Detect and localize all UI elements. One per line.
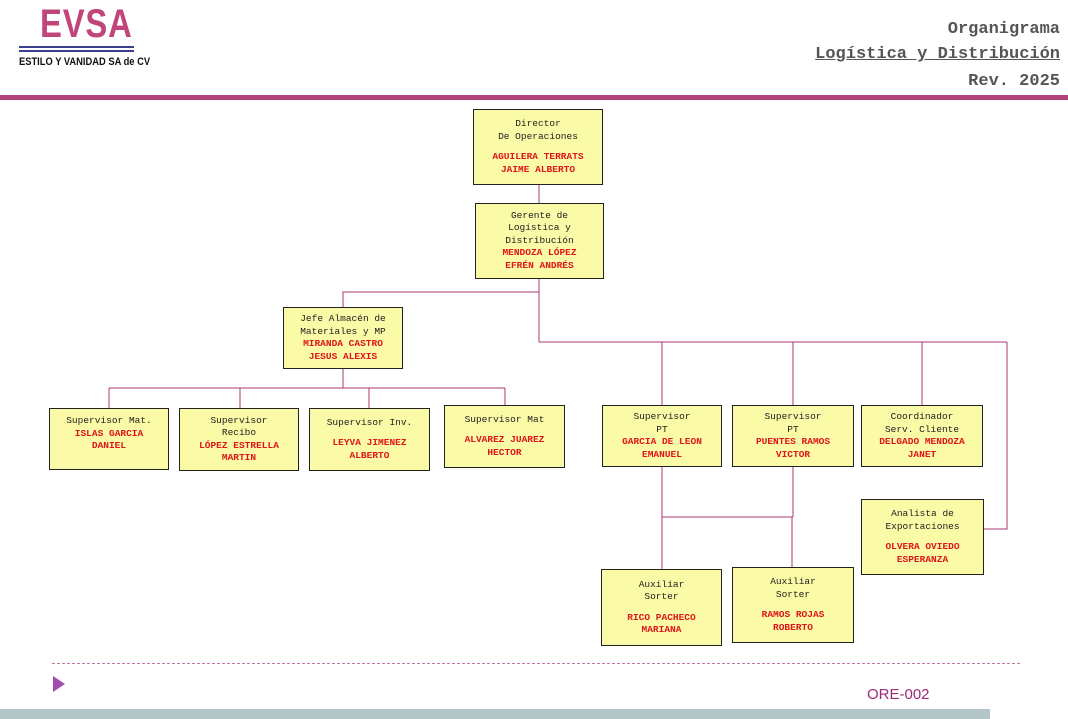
org-box-supervisor-pt-1: Supervisor PT GARCIA DE LEON EMANUEL: [602, 405, 722, 467]
play-triangle-icon: [53, 676, 65, 692]
role-title: Supervisor Recibo: [210, 414, 268, 439]
company-name: ESTILO Y VANIDAD SA de CV: [19, 56, 151, 68]
role-title: Auxiliar Sorter: [638, 578, 685, 603]
org-box-auxiliar-2: Auxiliar Sorter RAMOS ROJAS ROBERTO: [732, 567, 854, 643]
department-title: Logística y Distribución: [815, 45, 1060, 64]
org-box-analista: Analista de Exportaciones OLVERA OVIEDO …: [861, 499, 984, 575]
connector-analista: [984, 342, 1008, 530]
org-box-jefe-almacen: Jefe Almacén de Materiales y MP MIRANDA …: [283, 307, 403, 369]
role-title: Director De Operaciones: [498, 118, 578, 142]
role-title: Analista de Exportaciones: [885, 508, 960, 532]
person-name: ISLAS GARCIA DANIEL: [74, 427, 144, 452]
role-title: Coordinador Serv. Cliente: [884, 411, 960, 435]
org-box-auxiliar-1: Auxiliar Sorter RICO PACHECO MARIANA: [601, 569, 722, 646]
header-divider: [0, 95, 1068, 100]
role-title: Supervisor PT: [764, 411, 822, 435]
revision-label: Rev. 2025: [968, 72, 1060, 91]
person-name: PUENTES RAMOS VICTOR: [755, 436, 831, 460]
person-name: MIRANDA CASTRO JESUS ALEXIS: [303, 338, 383, 362]
org-box-supervisor-pt-2: Supervisor PT PUENTES RAMOS VICTOR: [732, 405, 854, 467]
person-name: LEYVA JIMENEZ ALBERTO: [332, 437, 407, 461]
connector-gerente-jefe: [342, 291, 539, 307]
person-name: AGUILERA TERRATS JAIME ALBERTO: [492, 151, 584, 175]
person-name: MENDOZA LÓPEZ EFRÉN ANDRÉS: [502, 247, 577, 271]
org-box-supervisor-recibo: Supervisor Recibo LÓPEZ ESTRELLA MARTIN: [179, 408, 299, 471]
org-box-director: Director De Operaciones AGUILERA TERRATS…: [473, 109, 603, 185]
role-title: Supervisor Inv.: [326, 416, 413, 428]
person-name: RAMOS ROJAS ROBERTO: [761, 609, 825, 633]
org-box-supervisor-inv: Supervisor Inv. LEYVA JIMENEZ ALBERTO: [309, 408, 430, 471]
role-title: Supervisor Mat: [464, 413, 545, 425]
footer-bar: [0, 709, 990, 719]
person-name: LÓPEZ ESTRELLA MARTIN: [199, 439, 279, 464]
footer-divider: [52, 663, 1020, 664]
org-box-supervisor-mat-2: Supervisor Mat ALVAREZ JUAREZ HECTOR: [444, 405, 565, 468]
org-box-gerente: Gerente de Logística y Distribución MEND…: [475, 203, 604, 279]
role-title: Jefe Almacén de Materiales y MP: [300, 313, 386, 337]
role-title: Supervisor PT: [633, 411, 691, 435]
org-box-supervisor-mat-1: Supervisor Mat. ISLAS GARCIA DANIEL: [49, 408, 169, 470]
org-box-coordinador: Coordinador Serv. Cliente DELGADO MENDOZ…: [861, 405, 983, 467]
person-name: DELGADO MENDOZA JANET: [879, 436, 965, 460]
logo-underline: [19, 46, 134, 54]
document-title: Organigrama: [947, 20, 1060, 39]
role-title: Auxiliar Sorter: [770, 576, 816, 600]
role-title: Gerente de Logística y Distribución: [505, 209, 574, 246]
role-title: Supervisor Mat.: [66, 415, 152, 426]
document-code: ORE-002: [867, 686, 930, 703]
company-logo: EVSA: [40, 2, 133, 46]
person-name: OLVERA OVIEDO ESPERANZA: [885, 541, 960, 565]
person-name: RICO PACHECO MARIANA: [627, 611, 696, 636]
person-name: ALVAREZ JUAREZ HECTOR: [464, 434, 545, 458]
person-name: GARCIA DE LEON EMANUEL: [622, 436, 702, 460]
